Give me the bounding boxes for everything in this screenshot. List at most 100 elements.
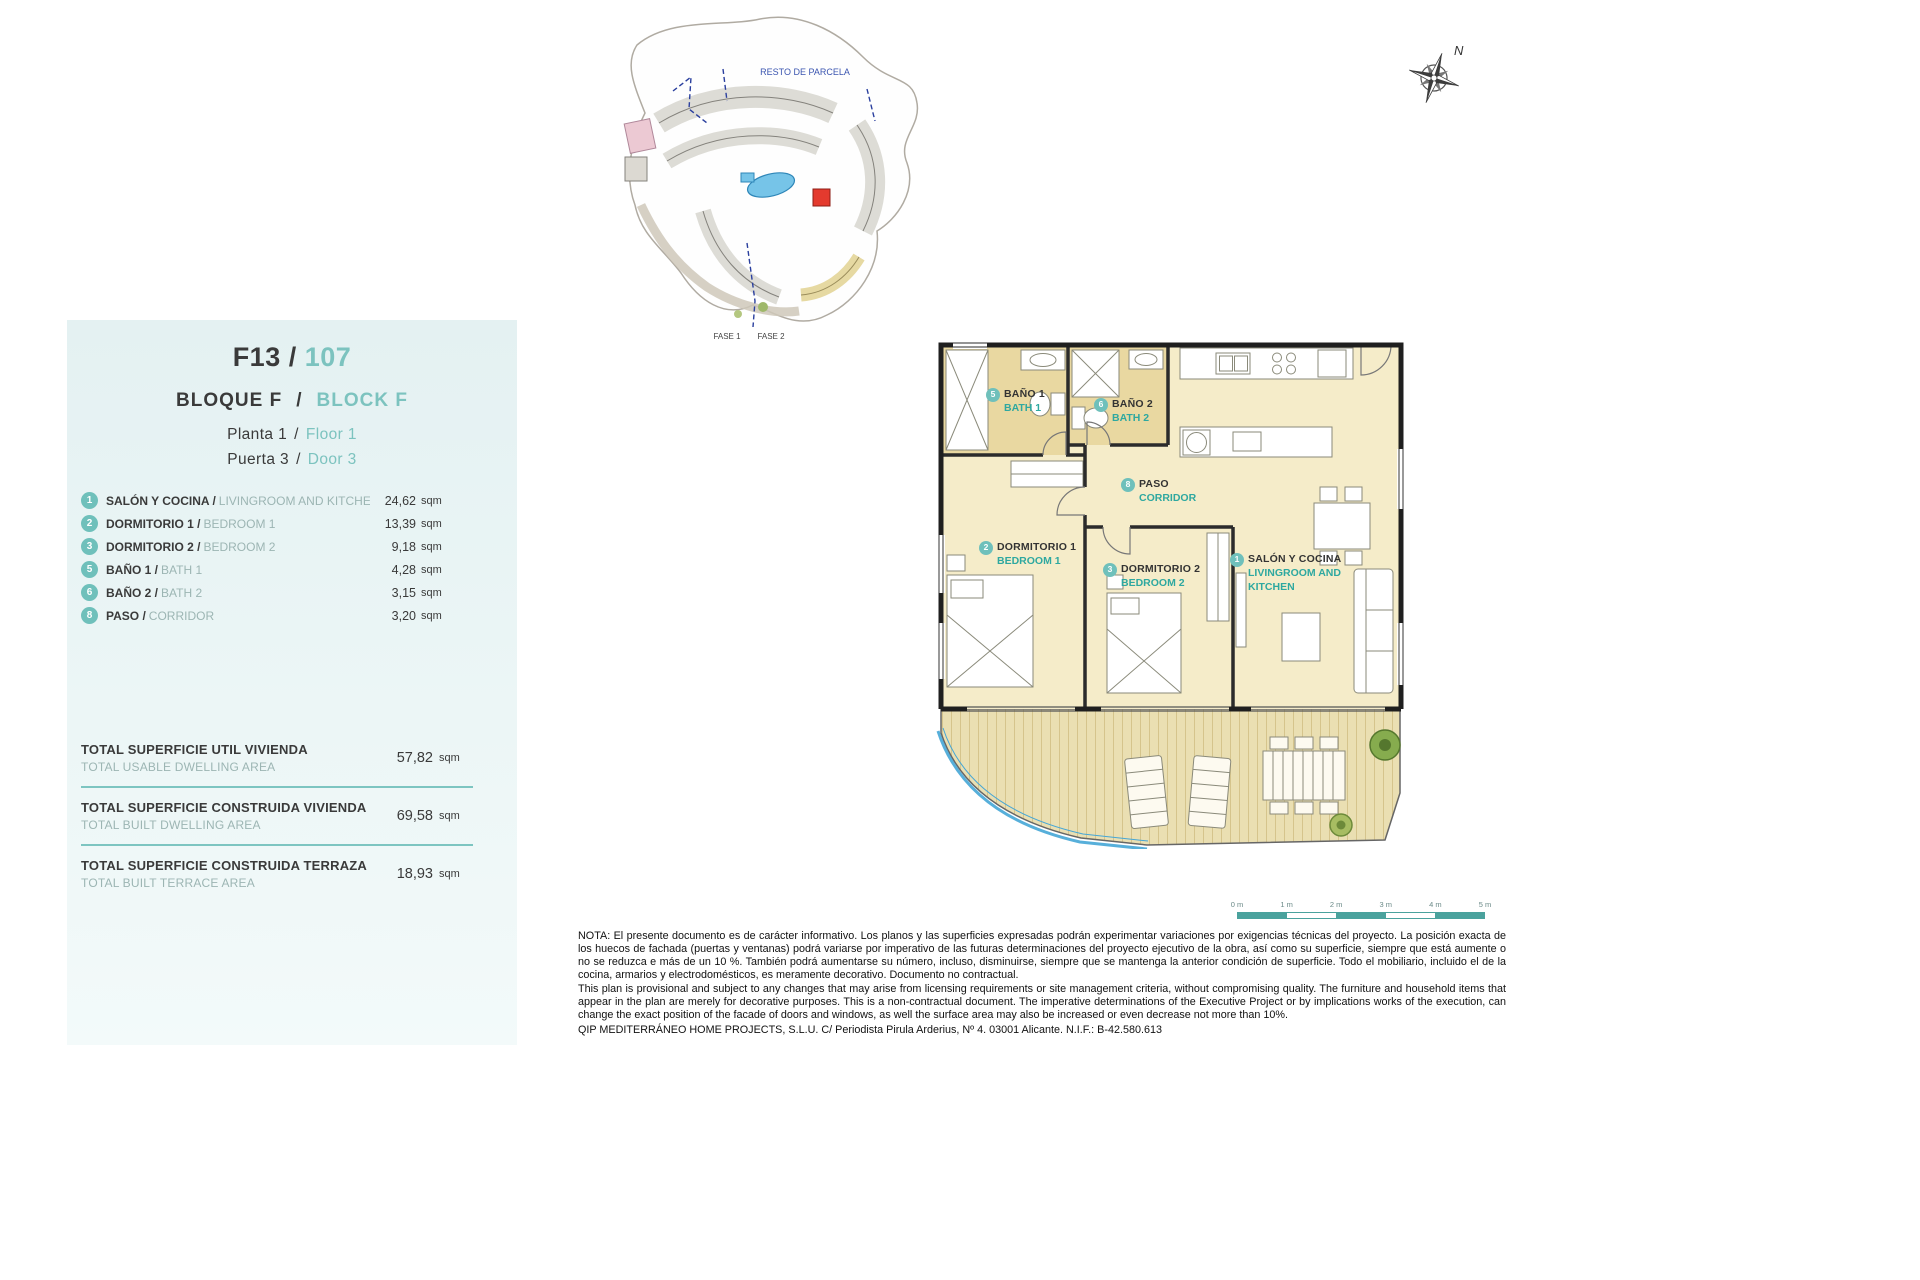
- greenery: [734, 310, 742, 318]
- company-line: QIP MEDITERRÁNEO HOME PROJECTS, S.L.U. C…: [578, 1023, 1162, 1036]
- room-name-en: BEDROOM 1: [203, 516, 276, 531]
- scale-label: 3 m: [1379, 900, 1393, 909]
- room-area: 4,28: [391, 562, 416, 577]
- total-label-es: TOTAL SUPERFICIE CONSTRUIDA VIVIENDA: [81, 800, 367, 815]
- fase1-label: FASE 1: [713, 332, 741, 341]
- door-label-es: Puerta 3: [227, 451, 290, 468]
- scale-segment: [1287, 913, 1336, 918]
- north-label: N: [1454, 43, 1464, 58]
- room-list-item: 2 DORMITORIO 1 /BEDROOM 1 13,39 sqm: [81, 515, 453, 532]
- greenery: [758, 302, 768, 312]
- room-area: 3,15: [391, 585, 416, 600]
- room-area-unit: sqm: [421, 517, 442, 530]
- terrace-dining-set: [1262, 736, 1346, 815]
- side-block-pink: [623, 118, 657, 154]
- room-number-badge: 3: [1103, 563, 1117, 577]
- sun-lounger: [1124, 755, 1169, 829]
- room-area-unit: sqm: [421, 609, 442, 622]
- total-label-en: TOTAL BUILT TERRACE AREA: [81, 876, 255, 890]
- total-unit: sqm: [439, 868, 460, 880]
- room-number-badge: 8: [1121, 478, 1135, 492]
- total-unit: sqm: [439, 752, 460, 764]
- scale-segment: [1336, 913, 1386, 918]
- room-area-unit: sqm: [421, 494, 442, 507]
- furniture: [945, 347, 1394, 694]
- room-number-badge: 5: [986, 388, 1000, 402]
- room-name-es: DORMITORIO 2 /: [106, 539, 201, 554]
- total-built-terrace-row: TOTAL SUPERFICIE CONSTRUIDA TERRAZA TOTA…: [81, 844, 473, 902]
- legal-notes: NOTA: El presente documento es de caráct…: [578, 930, 1506, 1038]
- floor-label-es: Planta 1: [227, 426, 288, 443]
- total-label-es: TOTAL SUPERFICIE UTIL VIVIENDA: [81, 742, 308, 757]
- block-label-es: BLOQUE F: [176, 390, 283, 411]
- room-name-es: BAÑO 1 /: [106, 562, 159, 577]
- room-name-es: DORMITORIO 1 /: [106, 516, 201, 531]
- room-number-badge: 6: [81, 584, 98, 601]
- room-number-badge: 6: [1094, 398, 1108, 412]
- room-number-badge: 5: [81, 561, 98, 578]
- totals-block: TOTAL SUPERFICIE UTIL VIVIENDA TOTAL USA…: [81, 730, 473, 902]
- block-label-en: BLOCK F: [316, 390, 408, 411]
- room-name-en: LIVINGROOM AND KITCHEN: [218, 493, 370, 508]
- scale-bar: 0 m 1 m 2 m 3 m 4 m 5 m: [1231, 900, 1491, 919]
- title-separator: /: [288, 342, 297, 372]
- total-value: 57,82: [396, 750, 433, 766]
- apartment-floor-plan: [933, 337, 1415, 851]
- room-number-badge: 2: [81, 515, 98, 532]
- sun-lounger: [1187, 755, 1232, 829]
- note-en: This plan is provisional and subject to …: [578, 982, 1506, 1021]
- unit-number: 107: [304, 342, 352, 372]
- scale-label: 2 m: [1329, 900, 1343, 909]
- total-label-en: TOTAL BUILT DWELLING AREA: [81, 818, 261, 832]
- room-name-en: BATH 2: [161, 585, 203, 600]
- compass-north-arrow: N: [1402, 40, 1472, 110]
- scale-label: 0 m: [1230, 900, 1244, 909]
- room-number-badge: 2: [979, 541, 993, 555]
- room-list-item: 5 BAÑO 1 /BATH 1 4,28 sqm: [81, 561, 453, 578]
- room-number-badge: 1: [1230, 553, 1244, 567]
- windows: [937, 341, 1405, 685]
- scale-label: 1 m: [1280, 900, 1293, 909]
- total-value: 18,93: [396, 866, 433, 882]
- room-number-badge: 3: [81, 538, 98, 555]
- unit-code: F13: [232, 342, 281, 372]
- total-label-en: TOTAL USABLE DWELLING AREA: [81, 760, 276, 774]
- room-list-item: 6 BAÑO 2 /BATH 2 3,15 sqm: [81, 584, 453, 601]
- site-plan-map: RESTO DE PARCELA FASE 1 FASE 2: [575, 5, 945, 350]
- room-list: 1 SALÓN Y COCINA /LIVINGROOM AND KITCHEN…: [81, 492, 453, 630]
- fase2-label: FASE 2: [757, 332, 785, 341]
- road-band: [636, 203, 800, 317]
- floor-label-en: Floor 1: [305, 426, 357, 443]
- compass-rose-icon: N: [1409, 43, 1464, 103]
- interior-walls: [941, 345, 1235, 709]
- scale-label: 4 m: [1429, 900, 1442, 909]
- door-swings: [1042, 344, 1392, 555]
- room-list-item: 8 PASO /CORRIDOR 3,20 sqm: [81, 607, 453, 624]
- room-name-en: BATH 1: [161, 562, 203, 577]
- total-value: 69,58: [396, 808, 433, 824]
- room-area: 9,18: [391, 539, 416, 554]
- door-line: Puerta 3/Door 3: [227, 451, 357, 468]
- total-usable-area-row: TOTAL SUPERFICIE UTIL VIVIENDA TOTAL USA…: [81, 730, 473, 786]
- room-name-es: BAÑO 2 /: [106, 585, 159, 600]
- room-area: 3,20: [391, 608, 416, 623]
- highlighted-unit-marker: [812, 188, 831, 207]
- note-es: NOTA: El presente documento es de caráct…: [578, 930, 1506, 981]
- scale-segment: [1238, 913, 1288, 918]
- room-area-unit: sqm: [421, 586, 442, 599]
- room-number-badge: 8: [81, 607, 98, 624]
- total-built-dwelling-row: TOTAL SUPERFICIE CONSTRUIDA VIVIENDA TOT…: [81, 786, 473, 844]
- side-block-gray: [624, 156, 648, 182]
- door-label-en: Door 3: [307, 451, 357, 468]
- resto-de-parcela-label: RESTO DE PARCELA: [760, 67, 850, 77]
- unit-title: F13/107: [67, 342, 517, 373]
- room-area-unit: sqm: [421, 540, 442, 553]
- phase-boundary-lines: [672, 68, 876, 328]
- room-area-unit: sqm: [421, 563, 442, 576]
- outer-walls: [938, 342, 1404, 712]
